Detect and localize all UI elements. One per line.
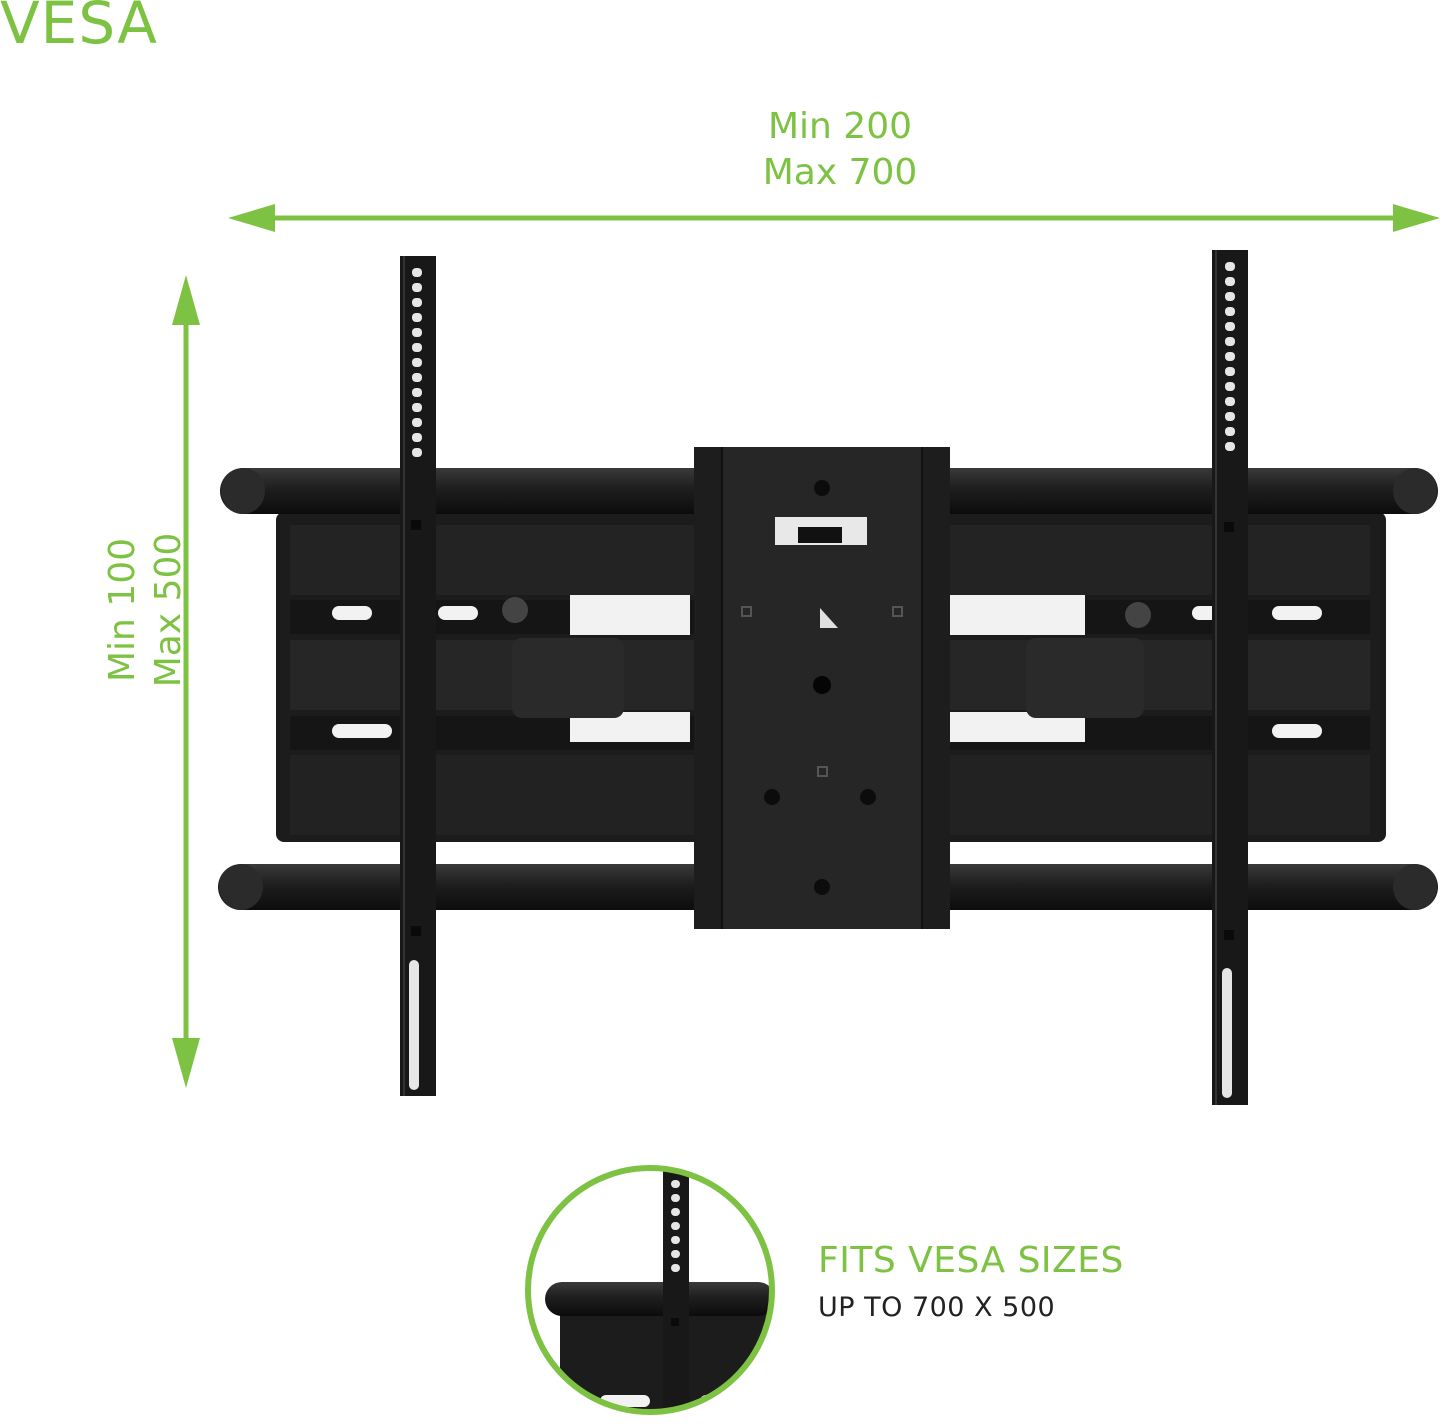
height-arrow [172, 275, 200, 1088]
width-arrow [228, 204, 1440, 232]
width-max-text: Max 700 [762, 152, 918, 193]
width-min-text: Min 200 [767, 106, 913, 147]
detail-zoom-circle [525, 1165, 775, 1415]
center-wall-plate [694, 447, 950, 929]
callout-title: FITS VESA SIZES [818, 1240, 1124, 1281]
page-title: VESA [0, 0, 158, 57]
right-tv-bracket [1212, 250, 1248, 1105]
left-tv-bracket [400, 256, 436, 1096]
width-dimension-label: Min 200 Max 700 [680, 104, 1000, 196]
callout-subtitle: UP TO 700 X 500 [818, 1292, 1056, 1323]
